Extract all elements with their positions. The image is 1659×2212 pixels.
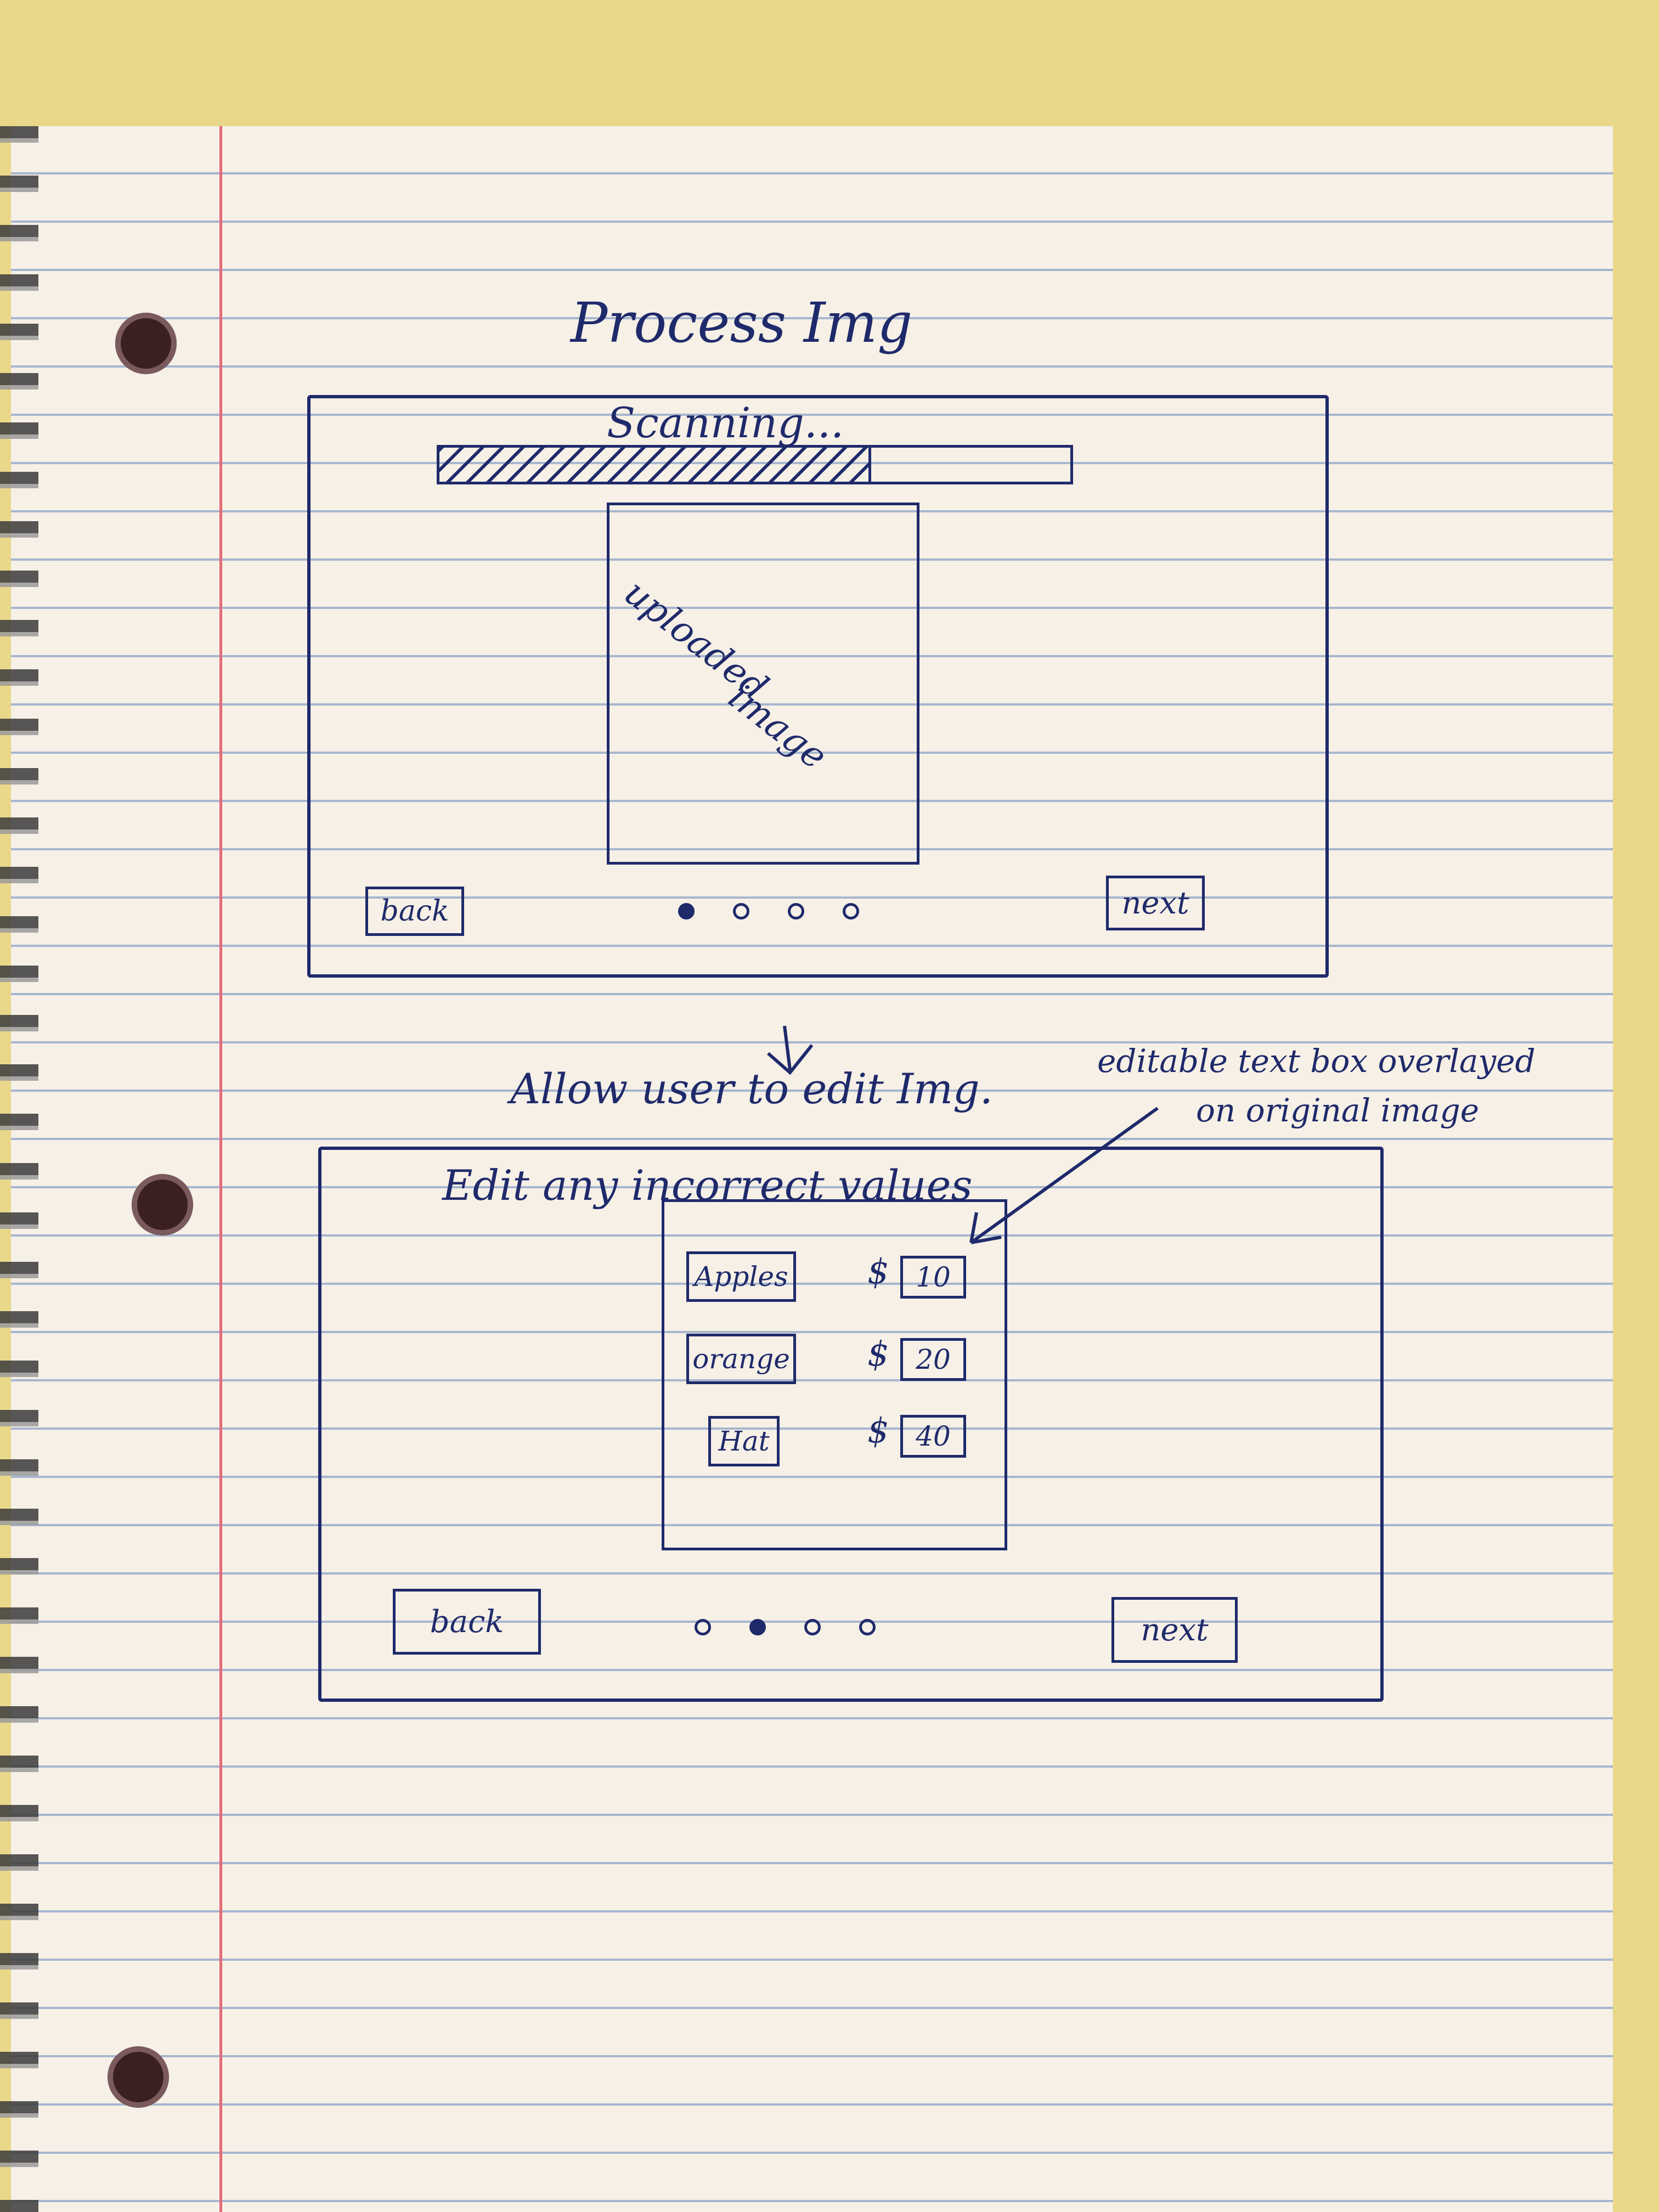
screen1-title: Process Img xyxy=(571,291,913,355)
scanning-status: Scanning... xyxy=(607,398,844,447)
binder-hole xyxy=(108,2046,169,2108)
uploaded-image-preview: uploaded image xyxy=(607,503,919,865)
pagination-dot[interactable] xyxy=(733,903,749,919)
pagination-dot[interactable] xyxy=(749,1619,766,1635)
binder-hole xyxy=(115,313,177,374)
screen2-window: Edit any incorrect values Apples $ 10 or… xyxy=(318,1147,1384,1702)
item-price-field[interactable]: 10 xyxy=(900,1256,966,1299)
screen1-window: Scanning... uploaded image back next xyxy=(307,395,1329,978)
pagination-dot[interactable] xyxy=(678,903,695,919)
back-button[interactable]: back xyxy=(365,887,464,936)
margin-line xyxy=(219,126,222,2212)
down-arrow-icon xyxy=(767,1025,814,1075)
scan-progress-fill xyxy=(439,448,871,482)
annotation-line: on original image xyxy=(1196,1092,1480,1129)
pagination-dot[interactable] xyxy=(695,1619,711,1635)
item-name-field[interactable]: Hat xyxy=(708,1416,780,1466)
next-button[interactable]: next xyxy=(1111,1597,1238,1663)
item-price-field[interactable]: 40 xyxy=(900,1415,966,1458)
pagination-dot[interactable] xyxy=(843,903,859,919)
pagination-dot[interactable] xyxy=(859,1619,876,1635)
item-name-field[interactable]: orange xyxy=(686,1334,796,1384)
binder-hole xyxy=(132,1174,193,1235)
currency-symbol: $ xyxy=(867,1410,889,1451)
original-image-overlay: Apples $ 10 orange $ 20 Hat $ 40 xyxy=(662,1199,1007,1550)
pagination-dot[interactable] xyxy=(788,903,804,919)
scan-progress-bar xyxy=(437,445,1073,484)
next-button[interactable]: next xyxy=(1106,876,1205,930)
transition-note: Allow user to edit Img. xyxy=(510,1064,993,1113)
pagination-dot[interactable] xyxy=(804,1619,821,1635)
item-price-field[interactable]: 20 xyxy=(900,1338,966,1381)
pointer-arrow-icon xyxy=(969,1107,1159,1244)
uploaded-image-label: image xyxy=(720,675,836,778)
annotation-line: editable text box overlayed xyxy=(1097,1042,1536,1080)
currency-symbol: $ xyxy=(867,1334,889,1374)
back-button[interactable]: back xyxy=(393,1589,541,1655)
item-name-field[interactable]: Apples xyxy=(686,1251,796,1302)
currency-symbol: $ xyxy=(867,1251,889,1291)
spiral-binding xyxy=(0,126,38,2212)
